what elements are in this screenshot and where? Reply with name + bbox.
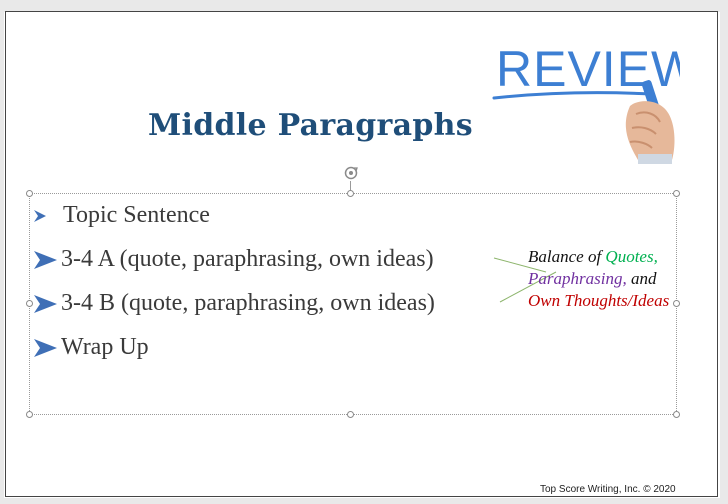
bullet-item[interactable]: 3-4 A (quote, paraphrasing, own ideas) [33, 246, 434, 273]
bullet-arrow-icon [34, 294, 57, 313]
bullet-item[interactable]: Wrap Up [33, 334, 149, 361]
balance-note-line-1: Balance of Quotes, [528, 246, 669, 268]
balance-note-line-2: Paraphrasing, and [528, 268, 669, 290]
review-marker-hand-icon: REVIEW [492, 41, 680, 164]
balance-note-line-3: Own Thoughts/Ideas [528, 290, 669, 312]
bullet-arrow-icon [34, 338, 57, 357]
bullet-item[interactable]: 3-4 B (quote, paraphrasing, own ideas) [33, 290, 435, 317]
resize-handle-top-right[interactable] [673, 190, 680, 197]
frame-bottom [0, 498, 728, 504]
frame-top [0, 0, 728, 12]
note-text-balance: Balance of [528, 247, 606, 266]
balance-note[interactable]: Balance of Quotes, Paraphrasing, and Own… [528, 246, 669, 312]
resize-handle-left[interactable] [26, 300, 33, 307]
rotate-handle-icon[interactable] [343, 165, 359, 181]
frame-left [0, 0, 4, 504]
footer-copyright: Top Score Writing, Inc. © 2020 [540, 484, 676, 495]
bullet-arrow-icon [34, 209, 46, 222]
resize-handle-top-left[interactable] [26, 190, 33, 197]
slide-border [5, 11, 718, 497]
resize-handle-bottom-left[interactable] [26, 411, 33, 418]
note-text-quotes: Quotes, [605, 247, 658, 266]
resize-handle-right[interactable] [673, 300, 680, 307]
slide-title[interactable]: Middle Paragraphs [148, 108, 473, 143]
bullet-text: Topic Sentence [63, 202, 210, 228]
bullet-item[interactable]: Topic Sentence [33, 202, 210, 229]
resize-handle-top[interactable] [347, 190, 354, 197]
resize-handle-bottom[interactable] [347, 411, 354, 418]
bullet-text: Wrap Up [61, 334, 149, 360]
resize-handle-bottom-right[interactable] [673, 411, 680, 418]
rotate-handle-stem [350, 181, 351, 193]
bullet-arrow-icon [34, 250, 57, 269]
frame-right [720, 0, 728, 504]
bullet-text: 3-4 A (quote, paraphrasing, own ideas) [61, 246, 434, 272]
note-text-own-thoughts: Own Thoughts/Ideas [528, 291, 670, 310]
note-text-paraphrasing: Paraphrasing, [528, 269, 627, 288]
note-text-and: and [626, 269, 657, 288]
bullet-text: 3-4 B (quote, paraphrasing, own ideas) [61, 290, 435, 316]
